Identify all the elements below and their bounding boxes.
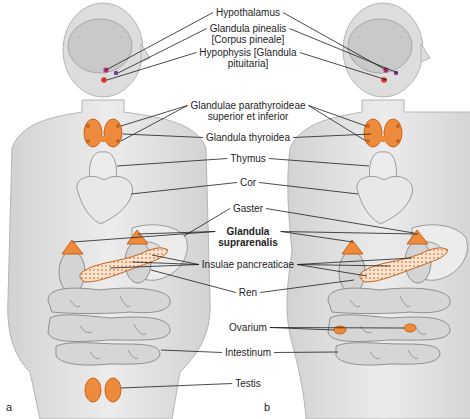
organ-label: Thymus (218, 153, 278, 164)
leader-line (118, 29, 207, 74)
ovary (404, 324, 416, 332)
body-outline (287, 100, 470, 419)
pituitary-gland (101, 77, 107, 83)
leader-line (121, 384, 232, 389)
testis (105, 378, 121, 402)
figure-letter: b (264, 402, 270, 413)
organ-label: Ovarium (213, 322, 283, 333)
thyroid-lobe (364, 119, 382, 147)
leader-line (270, 327, 404, 329)
leader-line (297, 265, 390, 267)
parathyroid (86, 124, 90, 128)
nose (421, 44, 430, 62)
parathyroid (116, 124, 120, 128)
intestine-fold (128, 350, 138, 359)
organ-label: Testis (223, 378, 273, 389)
intestine-loop (328, 288, 450, 313)
parathyroid (396, 124, 400, 128)
adrenal-gland (62, 240, 83, 254)
parathyroid (366, 124, 370, 128)
leader-line (259, 183, 358, 195)
leader-line (274, 352, 338, 354)
leader-line (297, 258, 412, 265)
organ-label: Ren (228, 287, 268, 298)
brain (348, 19, 412, 73)
intestine-fold (70, 300, 80, 307)
pineal-gland (114, 71, 118, 75)
figure-letter: a (6, 402, 12, 413)
leader-line (293, 134, 371, 138)
leader-line (151, 270, 236, 293)
parathyroid (366, 139, 370, 143)
pancreas (80, 248, 168, 282)
parathyroid (116, 139, 120, 143)
leader-line (117, 159, 227, 167)
intestine-loop (48, 315, 170, 342)
organ-label: Insulae pancreaticae (193, 259, 303, 270)
organ-label: Glandula pinealis [Corpus pineale] (200, 23, 296, 45)
organ-label: Hypothalamus (193, 7, 303, 18)
parathyroid (396, 139, 400, 143)
organ-label: Glandulae parathyroideae superior et inf… (185, 100, 311, 122)
organ-label: Gaster (223, 203, 273, 214)
leader-line (260, 280, 354, 293)
ovary (334, 326, 346, 334)
parathyroid (86, 139, 90, 143)
thyroid-lobe (384, 119, 402, 147)
leader-line (131, 183, 237, 195)
leader-line (123, 134, 203, 138)
female-figure (287, 3, 470, 419)
leader-line (110, 265, 199, 269)
organ-label: Intestinum (213, 347, 283, 358)
leader-line (161, 350, 222, 353)
intestine-fold (350, 300, 360, 307)
thyroid-lobe (104, 119, 122, 147)
intestine-fold (120, 296, 130, 307)
intestine-fold (408, 350, 418, 359)
leader-line (300, 53, 387, 81)
intestine-fold (80, 326, 92, 333)
head (343, 3, 423, 97)
leader-line (281, 232, 353, 243)
leader-lines (73, 13, 418, 389)
kidney (59, 251, 85, 293)
leader-line (138, 232, 215, 235)
thyroid-isthmus (376, 136, 390, 142)
brain (68, 19, 132, 73)
figures (8, 3, 470, 419)
intestine-fold (400, 296, 410, 307)
organ-label: Hypophysis [Glandula pituitaria] (198, 47, 298, 69)
organ-label: Glandula thyroidea (193, 132, 303, 143)
pancreas (360, 248, 448, 282)
head (63, 3, 143, 97)
leader-line (297, 265, 367, 277)
intestine-fold (360, 326, 372, 333)
intestine-fold (90, 352, 100, 359)
heart (77, 176, 133, 224)
leader-line (73, 232, 215, 243)
leader-line (266, 209, 414, 234)
thyroid-lobe (84, 119, 102, 147)
heart (357, 176, 413, 224)
intestine-loop (56, 343, 160, 365)
organ-label: Cor (228, 177, 268, 188)
intestine-fold (134, 324, 146, 335)
leader-line (269, 159, 369, 167)
testis (85, 378, 101, 402)
thyroid-isthmus (96, 136, 110, 142)
leader-line (106, 13, 213, 71)
intestine-loop (48, 288, 170, 313)
leader-line (107, 53, 196, 81)
intestine-fold (370, 352, 380, 359)
body-outline (8, 100, 210, 419)
leader-line (281, 232, 418, 235)
leader-line (152, 255, 199, 265)
intestine-loop (336, 343, 440, 365)
male-figure (8, 3, 210, 419)
organ-label: Glandula suprarenalis (208, 226, 288, 248)
